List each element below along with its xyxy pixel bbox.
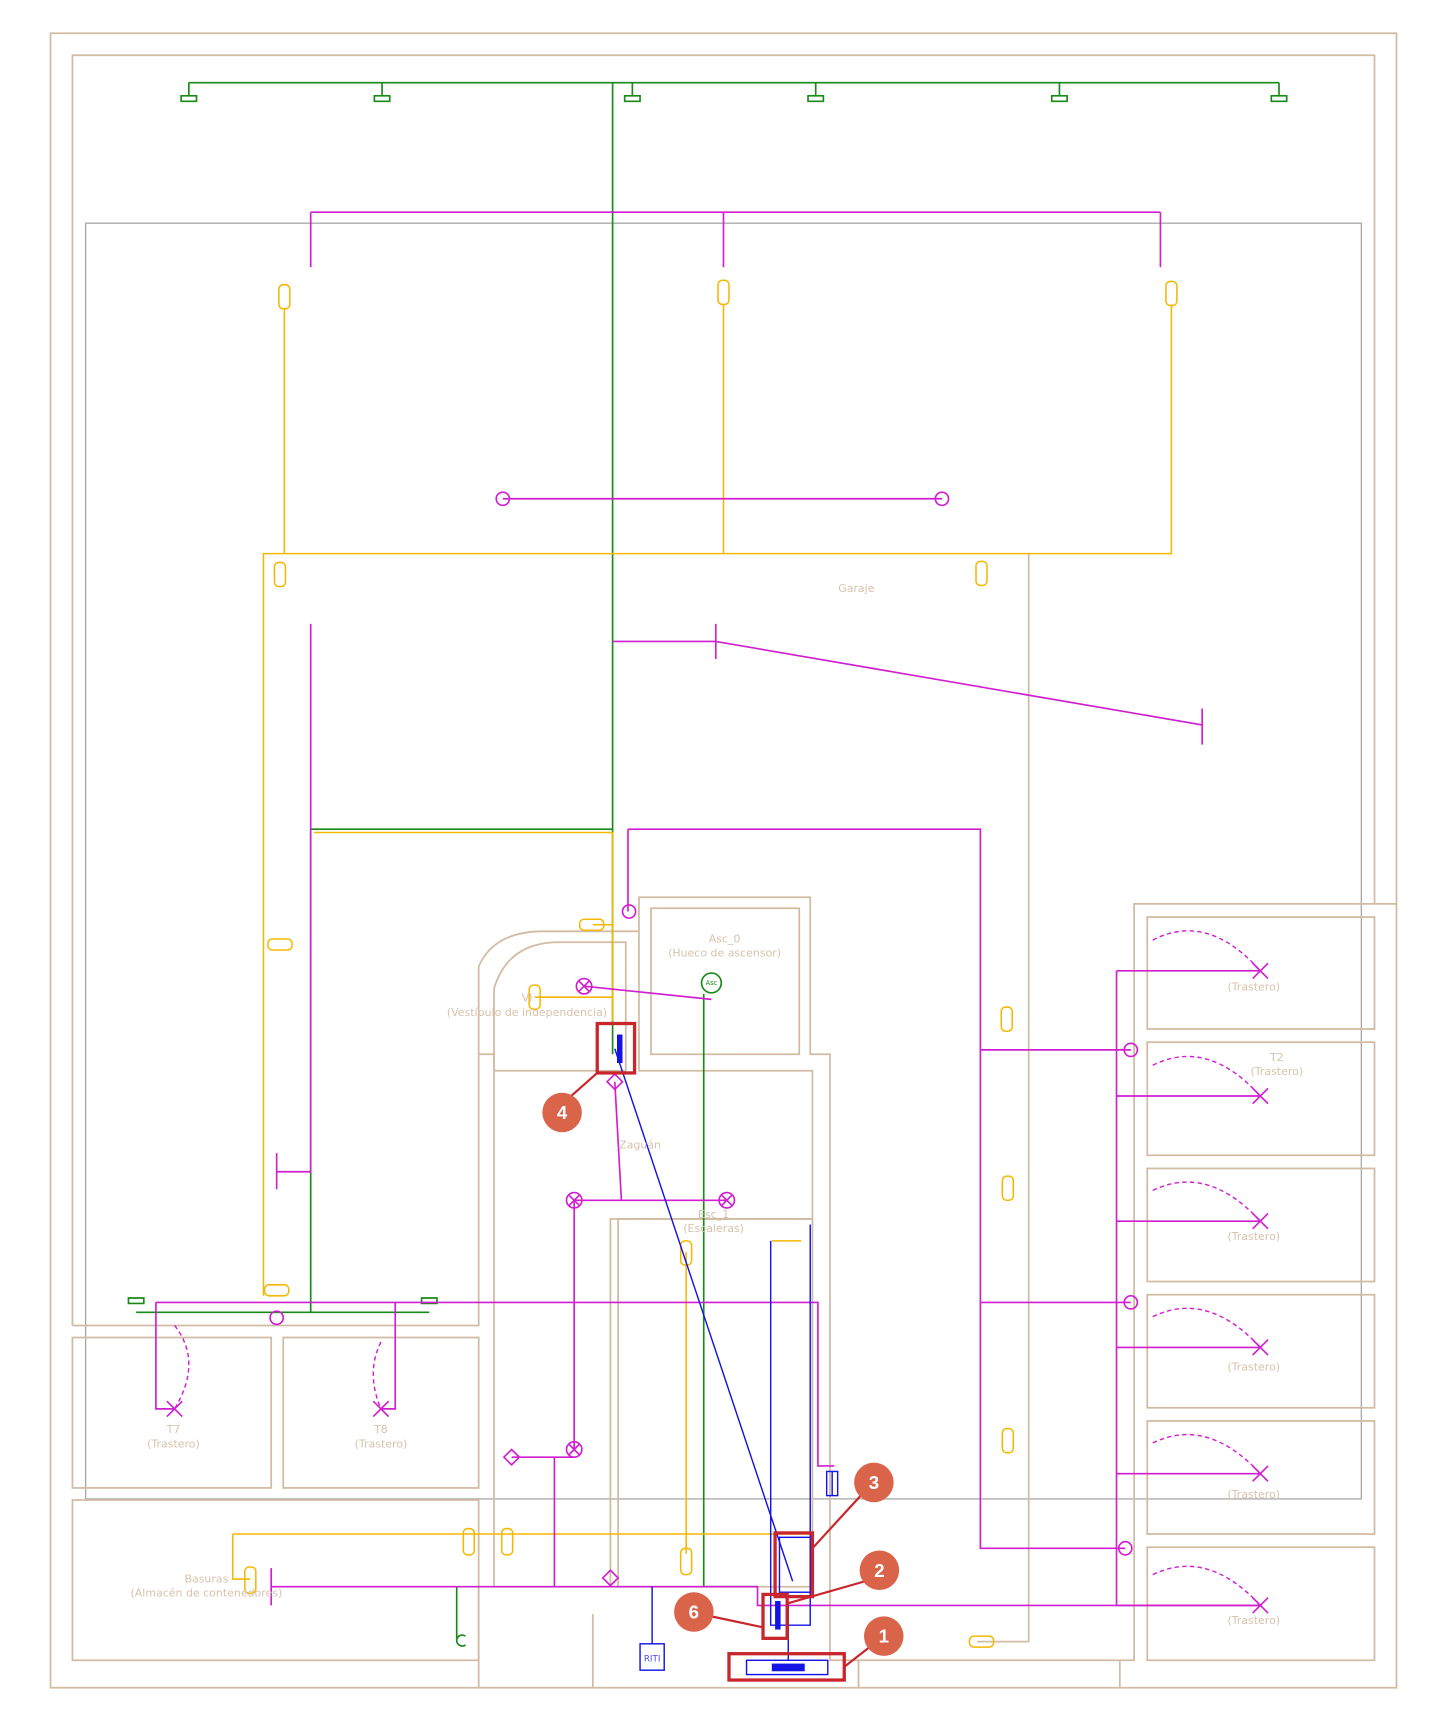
room-label: (Vestíbulo de independencia): [447, 1006, 607, 1019]
room-label: Zaguán: [619, 1139, 661, 1152]
room-label: Asc_0: [709, 932, 741, 945]
room-label: Basuras: [184, 1572, 228, 1585]
light-fixture-icon: [269, 491, 1139, 1587]
room-label: (Trastero): [1227, 1360, 1280, 1373]
room-label: (Escaleras): [683, 1222, 744, 1235]
door-swing-icon: [166, 930, 1269, 1614]
callout-number: 1: [879, 1626, 889, 1647]
walls: [49, 32, 1398, 1689]
callout-4[interactable]: 4: [542, 1021, 637, 1133]
elevator-symbol-icon: [700, 972, 723, 994]
callout-1[interactable]: 1: [727, 1616, 904, 1682]
room-label: (Trastero): [355, 1437, 408, 1450]
callout-number: 3: [869, 1472, 879, 1493]
room-label: VI: [522, 992, 533, 1005]
riti-box-icon: [639, 1643, 665, 1671]
callout-number: 6: [689, 1602, 699, 1623]
distribution-box-icon: [778, 1536, 811, 1593]
telecom-circuit: RITI: [614, 1034, 839, 1676]
room-label: (Trastero): [1227, 981, 1280, 994]
room-label: Garaje: [838, 582, 874, 595]
callout-3[interactable]: 3: [773, 1462, 894, 1599]
room-label: (Trastero): [1227, 1614, 1280, 1627]
callout-6[interactable]: 6: [674, 1592, 789, 1640]
lighting-circuit: [155, 211, 1269, 1614]
callout-2[interactable]: 2: [787, 1550, 900, 1605]
room-label: T2: [1269, 1051, 1284, 1064]
room-label: (Trastero): [1227, 1488, 1280, 1501]
room-label: (Hueco de ascensor): [668, 947, 781, 960]
room-label: Esc_1: [698, 1208, 729, 1221]
room-label: T8: [373, 1423, 388, 1436]
outlet-icon: [244, 279, 1178, 1648]
emergency-light-icon: [127, 82, 1288, 1305]
elevator-symbol-label: Asc: [706, 979, 718, 987]
riti-label: RITI: [644, 1654, 661, 1664]
room-label: (Trastero): [1227, 1230, 1280, 1243]
room-label: (Trastero): [1250, 1065, 1303, 1078]
room-label: (Trastero): [147, 1437, 200, 1450]
room-label: (Almacén de contenedores): [131, 1587, 283, 1600]
power-circuit: [231, 279, 1178, 1648]
emergency-lighting-circuit: Asc: [127, 81, 1288, 1647]
callout-number: 4: [557, 1102, 568, 1123]
room-label: T7: [166, 1423, 181, 1436]
room-labels: Garaje VI (Vestíbulo de independencia) A…: [131, 582, 1304, 1627]
callout-number: 2: [874, 1560, 884, 1581]
